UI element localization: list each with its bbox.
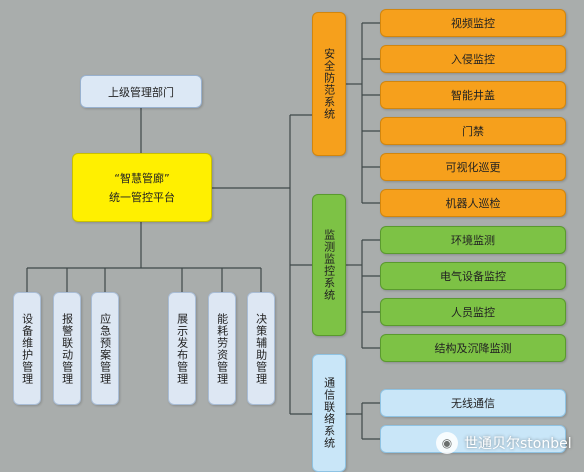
watermark: ◉ 世通贝尔stonbel xyxy=(436,432,572,454)
item-electrical-monitoring: 电气设备监控 xyxy=(380,262,566,290)
platform-label-line1: “智慧管廊” xyxy=(114,172,170,185)
category-monitoring: 监测监控系统 xyxy=(312,194,346,336)
top-department-box: 上级管理部门 xyxy=(80,75,202,108)
module-energy-labor: 能耗劳资管理 xyxy=(208,292,236,405)
item-environment-monitoring: 环境监测 xyxy=(380,226,566,254)
watermark-text: 世通贝尔stonbel xyxy=(464,436,572,452)
module-emergency-plan: 应急预案管理 xyxy=(91,292,119,405)
module-decision-support: 决策辅助管理 xyxy=(247,292,275,405)
category-security: 安全防范系统 xyxy=(312,12,346,156)
item-access-control: 门禁 xyxy=(380,117,566,145)
wechat-icon: ◉ xyxy=(436,432,458,454)
category-communication: 通信联络系统 xyxy=(312,354,346,472)
module-equipment-maintenance: 设备维护管理 xyxy=(13,292,41,405)
item-intrusion-monitoring: 入侵监控 xyxy=(380,45,566,73)
item-video-monitoring: 视频监控 xyxy=(380,9,566,37)
top-department-label: 上级管理部门 xyxy=(108,85,174,99)
item-structure-settlement: 结构及沉降监测 xyxy=(380,334,566,362)
module-display-publish: 展示发布管理 xyxy=(168,292,196,405)
platform-label-line2: 统一管控平台 xyxy=(109,191,175,204)
item-personnel-monitoring: 人员监控 xyxy=(380,298,566,326)
module-alarm-linkage: 报警联动管理 xyxy=(53,292,81,405)
item-smart-manhole: 智能井盖 xyxy=(380,81,566,109)
item-visual-patrol: 可视化巡更 xyxy=(380,153,566,181)
item-wireless-communication: 无线通信 xyxy=(380,389,566,417)
platform-box: “智慧管廊” 统一管控平台 xyxy=(72,153,212,222)
item-communication-2 xyxy=(380,425,566,453)
item-robot-inspection: 机器人巡检 xyxy=(380,189,566,217)
